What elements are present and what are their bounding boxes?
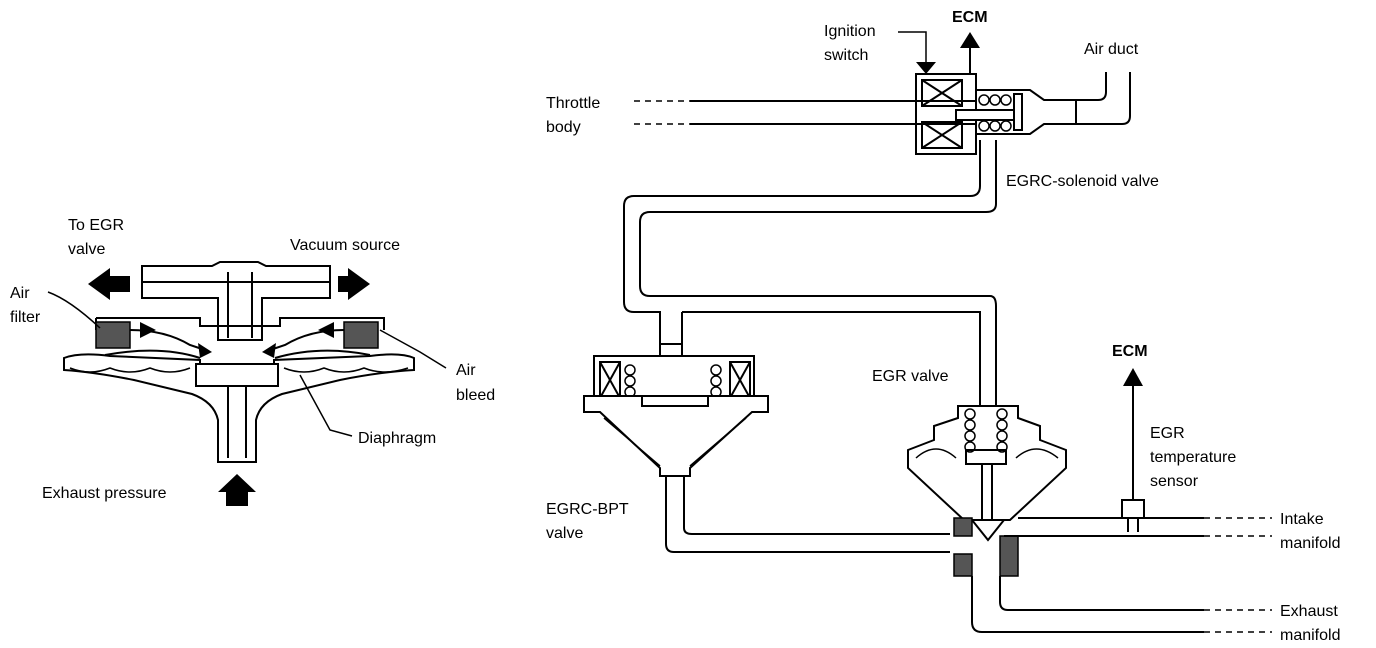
label-egr-temp-sensor-1: EGR (1150, 425, 1185, 442)
label-intake-manifold-2: manifold (1280, 535, 1340, 552)
label-to-egr-valve-2: valve (68, 241, 105, 258)
egr-seat-hatch-right (999, 535, 1019, 577)
label-exhaust-manifold-1: Exhaust (1280, 603, 1338, 620)
label-air-bleed-1: Air (456, 362, 476, 379)
label-egrc-bpt-valve-1: EGRC-BPT (546, 501, 629, 518)
ecm-right-arrow-icon (1123, 368, 1143, 386)
label-egr-valve: EGR valve (872, 368, 949, 385)
egr-seat-hatch-lower (953, 553, 973, 577)
exhaust-pressure-arrow-icon (218, 474, 256, 506)
label-ignition-switch-2: switch (824, 47, 868, 64)
label-to-egr-valve-1: To EGR (68, 217, 124, 234)
egr-valve (907, 405, 1067, 577)
label-ecm-right: ECM (1112, 343, 1148, 360)
label-exhaust-manifold-2: manifold (1280, 627, 1340, 644)
label-throttle-body-1: Throttle (546, 95, 600, 112)
egr-temperature-sensor (1121, 368, 1145, 532)
label-diaphragm: Diaphragm (358, 430, 436, 447)
bpt-valve-cross-section (47, 261, 447, 506)
label-vacuum-source: Vacuum source (290, 237, 400, 254)
label-egr-temp-sensor-2: temperature (1150, 449, 1236, 466)
ecm-top-arrow-icon (960, 32, 980, 48)
egr-seat-hatch-left (953, 517, 973, 537)
label-air-bleed-2: bleed (456, 387, 495, 404)
label-egrc-solenoid-valve: EGRC-solenoid valve (1006, 173, 1159, 190)
label-intake-manifold-1: Intake (1280, 511, 1324, 528)
ignition-arrow-icon (916, 62, 936, 74)
label-air-filter-1: Air (10, 285, 30, 302)
label-egrc-bpt-valve-2: valve (546, 525, 583, 542)
to-egr-arrow-icon (88, 268, 130, 300)
air-filter-block-left (95, 321, 131, 349)
label-exhaust-pressure: Exhaust pressure (42, 485, 167, 502)
vacuum-source-arrow-icon (338, 268, 370, 300)
egrc-bpt-valve (583, 343, 769, 477)
label-egr-temp-sensor-3: sensor (1150, 473, 1199, 490)
label-ignition-switch-1: Ignition (824, 23, 876, 40)
label-ecm-top: ECM (952, 9, 988, 26)
label-throttle-body-2: body (546, 119, 581, 136)
air-filter-block-right (343, 321, 379, 349)
label-air-filter-2: filter (10, 309, 41, 326)
label-air-duct: Air duct (1084, 41, 1139, 58)
